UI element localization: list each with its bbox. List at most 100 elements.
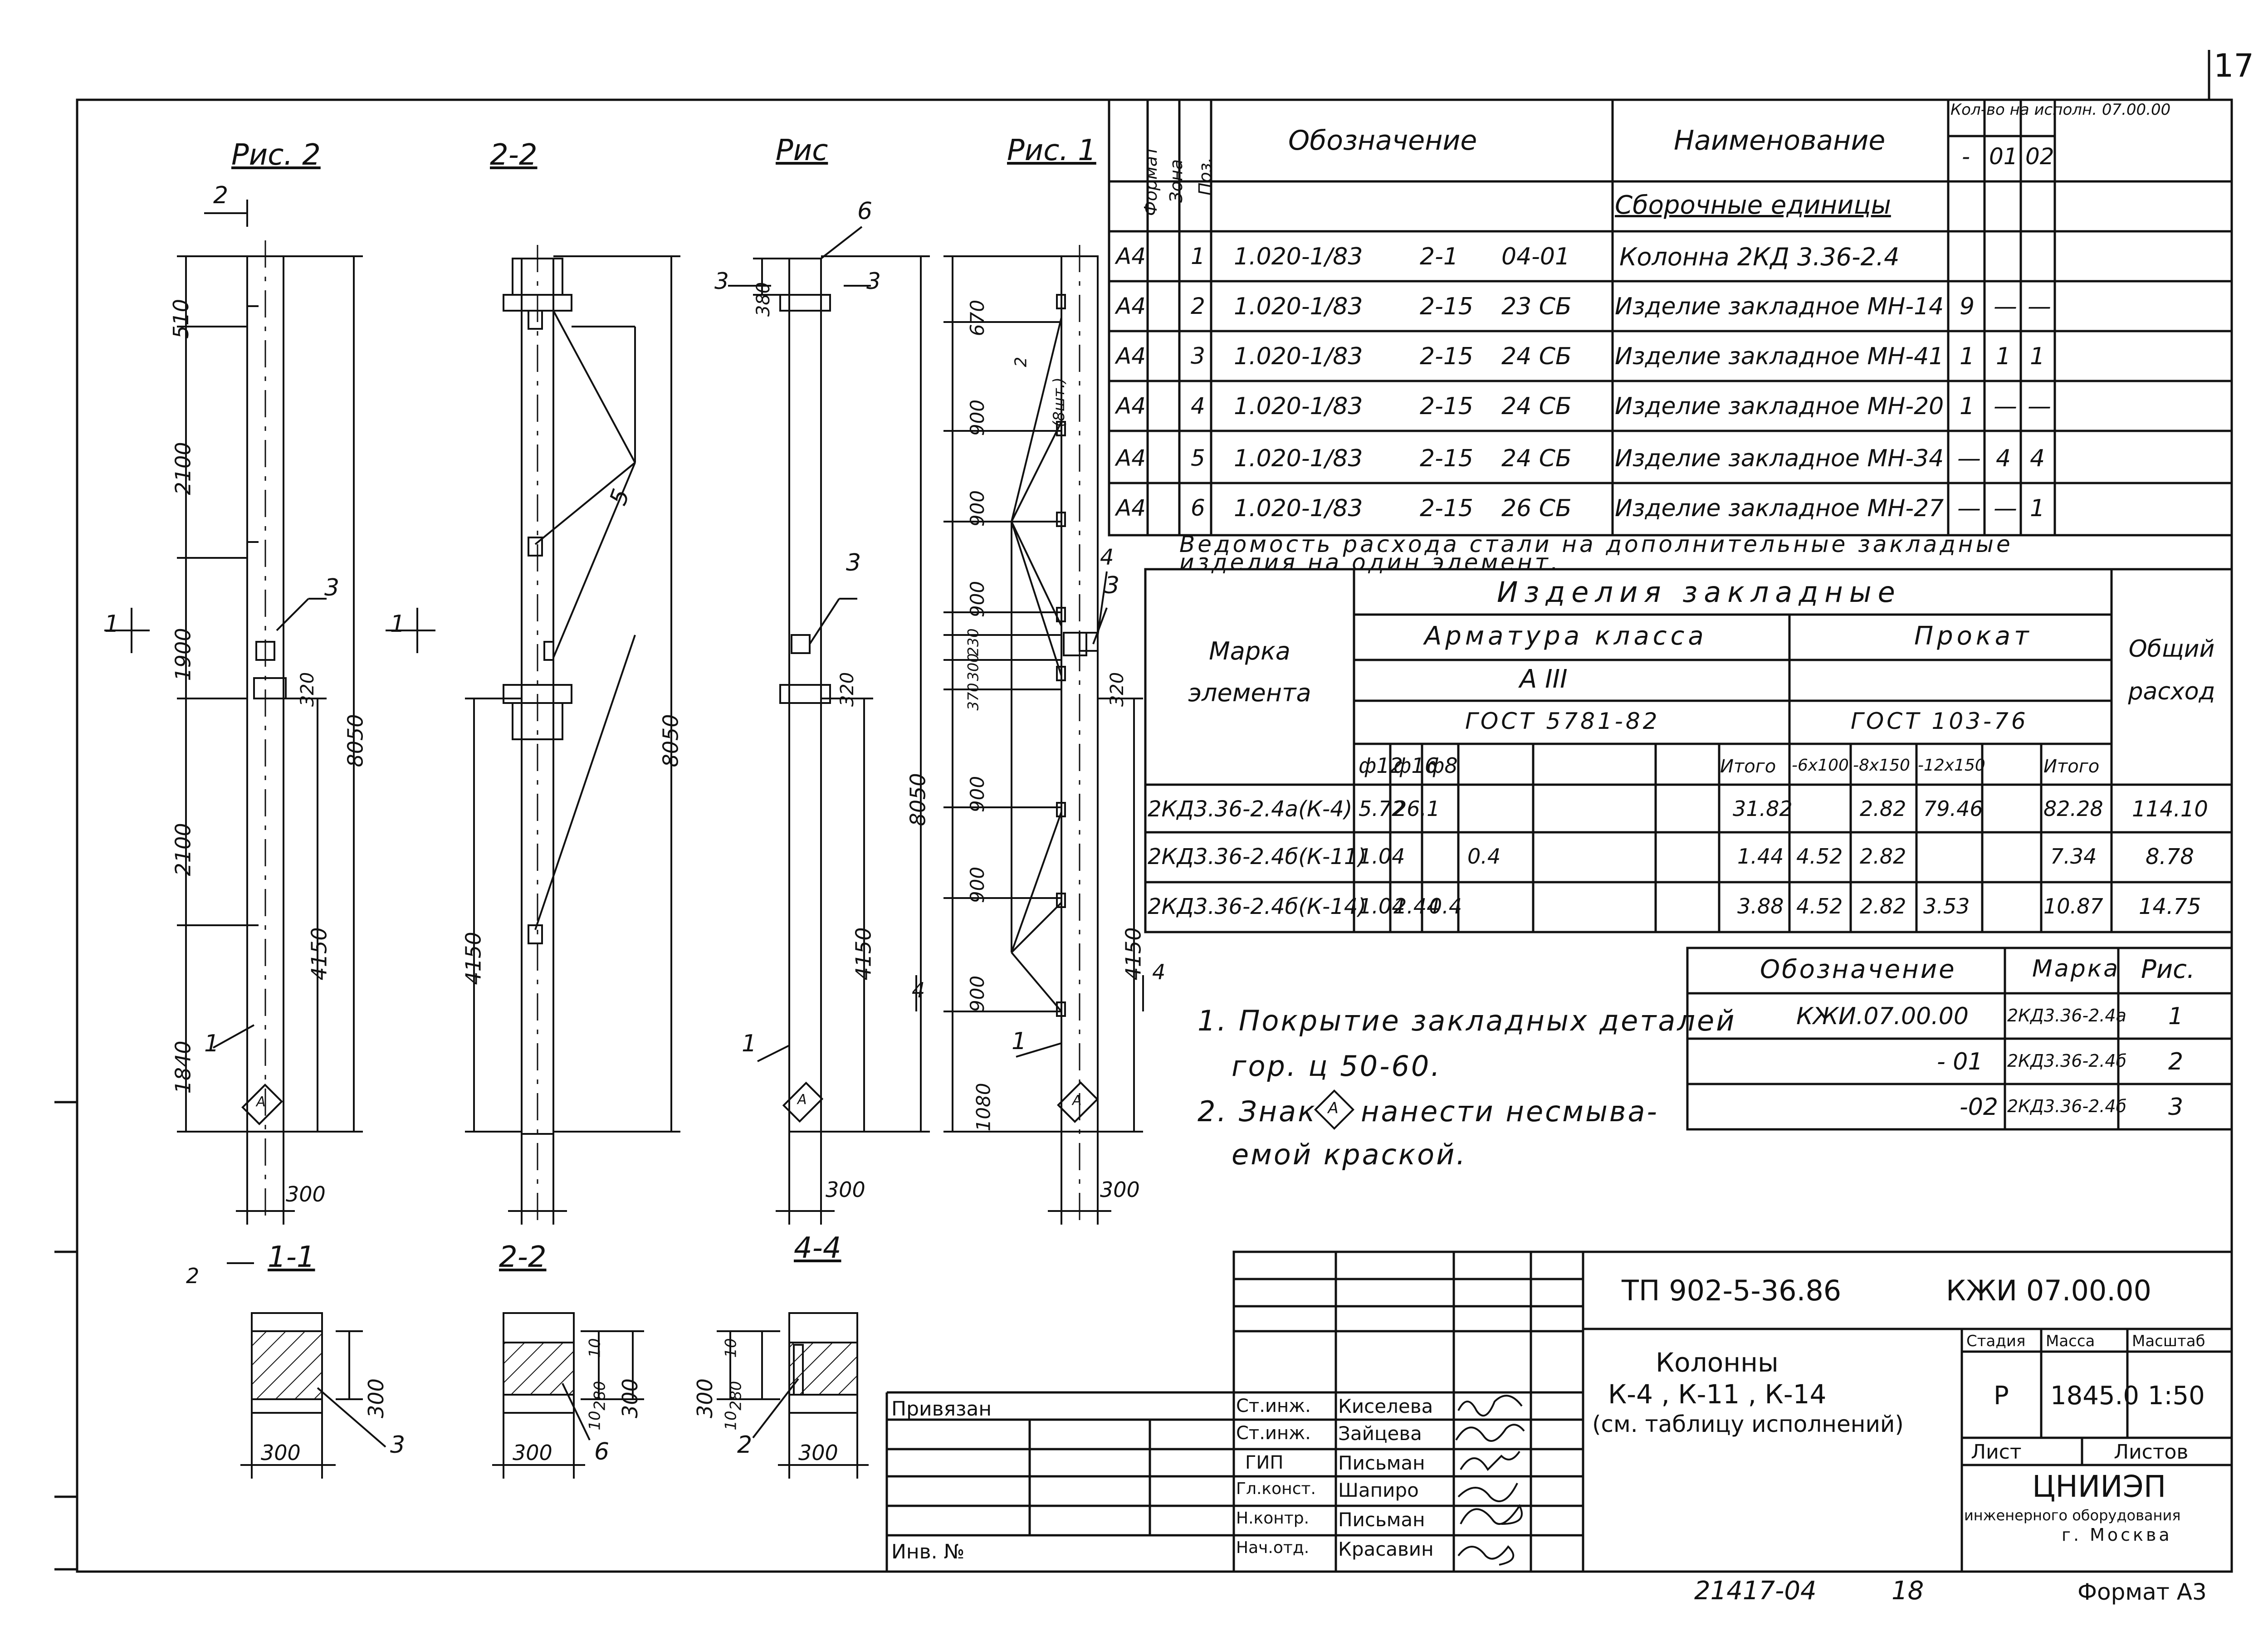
- spec-header-name: Наименование: [1674, 125, 1886, 156]
- steel-cell: 7.34: [2050, 844, 2097, 869]
- spec-group-assembly: Сборочные единицы: [1615, 190, 1891, 220]
- spec-row-part: 2-1: [1420, 243, 1458, 270]
- titleblock-title-3: (см. таблицу исполнений): [1592, 1411, 1904, 1437]
- spec-row-ver: 24 СБ: [1501, 393, 1572, 420]
- steel-cell: 0.4: [1467, 844, 1501, 869]
- titleblock-project: ТП 902-5-36.86: [1622, 1274, 1842, 1307]
- view-title-ris: Рис: [776, 134, 828, 167]
- steel-row-total: 114.10: [2132, 796, 2208, 822]
- spec-row-name: Колонна 2КД 3.36-2.4: [1619, 243, 1900, 271]
- titleblock-scale: 1:50: [2148, 1381, 2205, 1411]
- steel-cell: 2.44: [1393, 894, 1440, 918]
- steel-header-gost1: ГОСТ 5781-82: [1465, 708, 1660, 734]
- spec-row-part: 2-15: [1420, 293, 1474, 320]
- spec-row-qty: —: [1994, 495, 2017, 522]
- titleblock-scale-header: Масштаб: [2132, 1332, 2205, 1350]
- titleblock-lines: [885, 1250, 2233, 1573]
- spec-qty-col-2: 02: [2025, 143, 2054, 170]
- spec-row-name: Изделие закладное МН-27: [1615, 495, 1944, 522]
- marker-a-ris2: А: [256, 1094, 266, 1110]
- steel-header-prokat: Прокат: [1914, 621, 2033, 651]
- view-title-ris2: Рис. 2: [231, 138, 321, 172]
- titleblock-stage-header: Стадия: [1966, 1332, 2026, 1350]
- steel-cell: 2.82: [1860, 796, 1906, 821]
- variants-row-designation: КЖИ.07.00.00: [1796, 1003, 1969, 1030]
- variants-row-mark: 2КД3.36-2.4а: [2007, 1006, 2126, 1025]
- titleblock-code: КЖИ 07.00.00: [1946, 1274, 2151, 1307]
- titleblock-org-name: ЦНИИЭП: [2032, 1469, 2166, 1504]
- spec-row-part: 2-15: [1420, 495, 1474, 522]
- spec-row-part: 2-15: [1420, 445, 1474, 472]
- view-title-section-2-2: 2-2: [490, 138, 538, 172]
- role-name: Красавин: [1338, 1538, 1434, 1560]
- spec-row-pos: 1: [1191, 243, 1205, 269]
- signature-scribble: [1457, 1483, 1518, 1502]
- note-2-pre: 2. Знак: [1198, 1095, 1317, 1128]
- steel-subcol: ф8: [1427, 753, 1458, 778]
- role-name: Шапиро: [1338, 1479, 1419, 1501]
- steel-cell: 4.52: [1796, 844, 1843, 869]
- section-4-4-pos: 2: [737, 1431, 753, 1459]
- variants-row-fig: 1: [2168, 1003, 2184, 1030]
- steel-subcol: -6х100: [1792, 756, 1849, 775]
- steel-subcol: ф16: [1393, 753, 1438, 778]
- titleblock-title-2: К-4 , К-11 , К-14: [1608, 1379, 1827, 1410]
- variants-row-fig: 2: [2168, 1048, 2184, 1075]
- steel-subcol: -12х150: [1918, 756, 1985, 775]
- role-name: Зайцева: [1338, 1422, 1422, 1445]
- spec-row-pos: 6: [1191, 495, 1205, 521]
- steel-cell: 26.1: [1393, 796, 1440, 821]
- spec-row-ver: 04-01: [1501, 243, 1570, 270]
- marker-a-ris: А: [797, 1092, 807, 1108]
- dim-ris-300: 300: [826, 1177, 865, 1202]
- role-name: Письман: [1338, 1509, 1425, 1531]
- spec-row-qty: —: [1957, 495, 1981, 522]
- section-2-2-width: 300: [513, 1441, 552, 1465]
- steel-header-total: Общий расход: [2128, 635, 2215, 705]
- pos-3-ris1: 3: [1105, 572, 1120, 599]
- role-label: Нач.отд.: [1236, 1538, 1310, 1557]
- spec-row-code: 1.020-1/83: [1234, 495, 1363, 522]
- titleblock-sheet-header: Лист: [1971, 1441, 2022, 1464]
- spec-row-qty: —: [1994, 393, 2017, 420]
- section-title-1-1: 1-1: [268, 1240, 315, 1274]
- role-label: Гл.конст.: [1236, 1480, 1316, 1498]
- variants-row-mark: 2КД3.36-2.4б: [2007, 1096, 2127, 1116]
- spec-row-pos: 5: [1191, 445, 1205, 471]
- signature-scribble: [1455, 1424, 1525, 1442]
- spec-row-part: 2-15: [1420, 343, 1474, 370]
- role-label: ГИП: [1245, 1452, 1284, 1473]
- section-1-1-width: 300: [261, 1441, 301, 1465]
- spec-row-pos: 2: [1191, 293, 1205, 319]
- footer-sheet: 18: [1892, 1576, 1924, 1606]
- spec-row-code: 1.020-1/83: [1234, 243, 1363, 270]
- steel-table-title: Ведомость расхода стали на дополнительны…: [1179, 531, 2013, 576]
- note-1-line2: гор. ц 50-60.: [1232, 1050, 1442, 1083]
- note-1-line1: 1. Покрытие закладных деталей: [1198, 1004, 1736, 1037]
- spec-row-qty: —: [1994, 293, 2017, 320]
- steel-header-mark: Марка элемента: [1188, 637, 1311, 707]
- variants-header-fig: Рис.: [2141, 955, 2195, 984]
- spec-row-name: Изделие закладное МН-41: [1615, 343, 1944, 370]
- steel-table-lines: [1144, 568, 2233, 933]
- steel-cell: 10.87: [2043, 894, 2103, 918]
- variants-header-mark: Марка: [2032, 955, 2120, 982]
- spec-qty-col-0: -: [1962, 143, 1970, 170]
- spec-row-pos: 4: [1191, 393, 1205, 419]
- steel-header-armatura: Арматура класса: [1424, 621, 1707, 651]
- variants-table-lines: [1686, 947, 2233, 1131]
- pos-4-ris1: 4: [1100, 545, 1114, 570]
- note-2-post: нанести несмыва-: [1361, 1095, 1659, 1128]
- spec-row-name: Изделие закладное МН-20: [1615, 393, 1944, 420]
- section-title-2-2b: 2-2: [499, 1240, 547, 1274]
- spec-row-format: А4: [1116, 243, 1146, 269]
- pos-3-ris: 3: [846, 549, 861, 576]
- cut-3-right: 3: [866, 268, 881, 294]
- spec-row-qty: —: [1957, 445, 1981, 472]
- steel-header-items: Изделия закладные: [1497, 576, 1901, 609]
- spec-row-pos: 3: [1191, 343, 1205, 369]
- steel-row-mark: 2КД3.36-2.4б(К-14): [1148, 894, 1367, 919]
- titleblock-org-line2: инженерного оборудования: [1964, 1507, 2181, 1524]
- steel-cell: 3.53: [1923, 894, 1970, 918]
